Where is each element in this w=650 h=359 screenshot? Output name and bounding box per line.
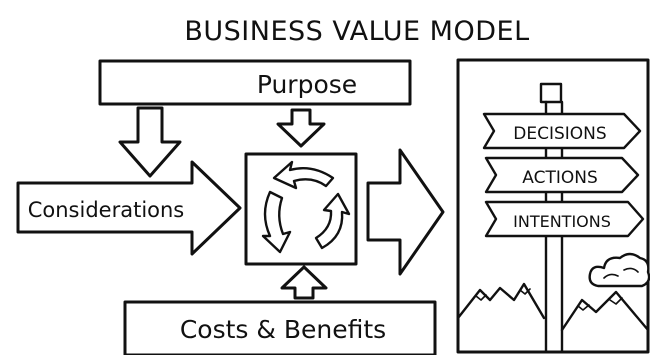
sign-decisions: DECISIONS — [482, 112, 642, 150]
cloud-icon — [588, 252, 650, 288]
signpost-cap — [539, 82, 563, 104]
costs-input-arrow-icon — [280, 265, 328, 300]
considerations-arrow: Considerations — [16, 160, 242, 256]
considerations-label: Considerations — [28, 198, 185, 222]
purpose-down-arrow-icon — [118, 106, 182, 178]
mountain-icon — [456, 282, 650, 332]
purpose-input-arrow-icon — [276, 108, 326, 148]
sign-decisions-label: DECISIONS — [513, 124, 606, 144]
cycle-arrows-icon — [261, 160, 351, 254]
sign-actions: ACTIONS — [484, 156, 640, 194]
sign-intentions: INTENTIONS — [484, 200, 645, 238]
sign-intentions-label: INTENTIONS — [513, 212, 611, 231]
center-process-box — [244, 152, 358, 266]
sign-actions-label: ACTIONS — [522, 168, 598, 188]
diagram-title: BUSINESS VALUE MODEL — [184, 16, 529, 47]
purpose-box: Purpose — [98, 59, 412, 106]
costs-benefits-box: Costs & Benefits — [123, 300, 437, 357]
costs-benefits-label: Costs & Benefits — [180, 315, 386, 344]
output-arrow-icon — [366, 148, 445, 276]
purpose-label: Purpose — [257, 70, 357, 99]
outcomes-panel: DECISIONS ACTIONS INTENTIONS — [456, 58, 650, 354]
